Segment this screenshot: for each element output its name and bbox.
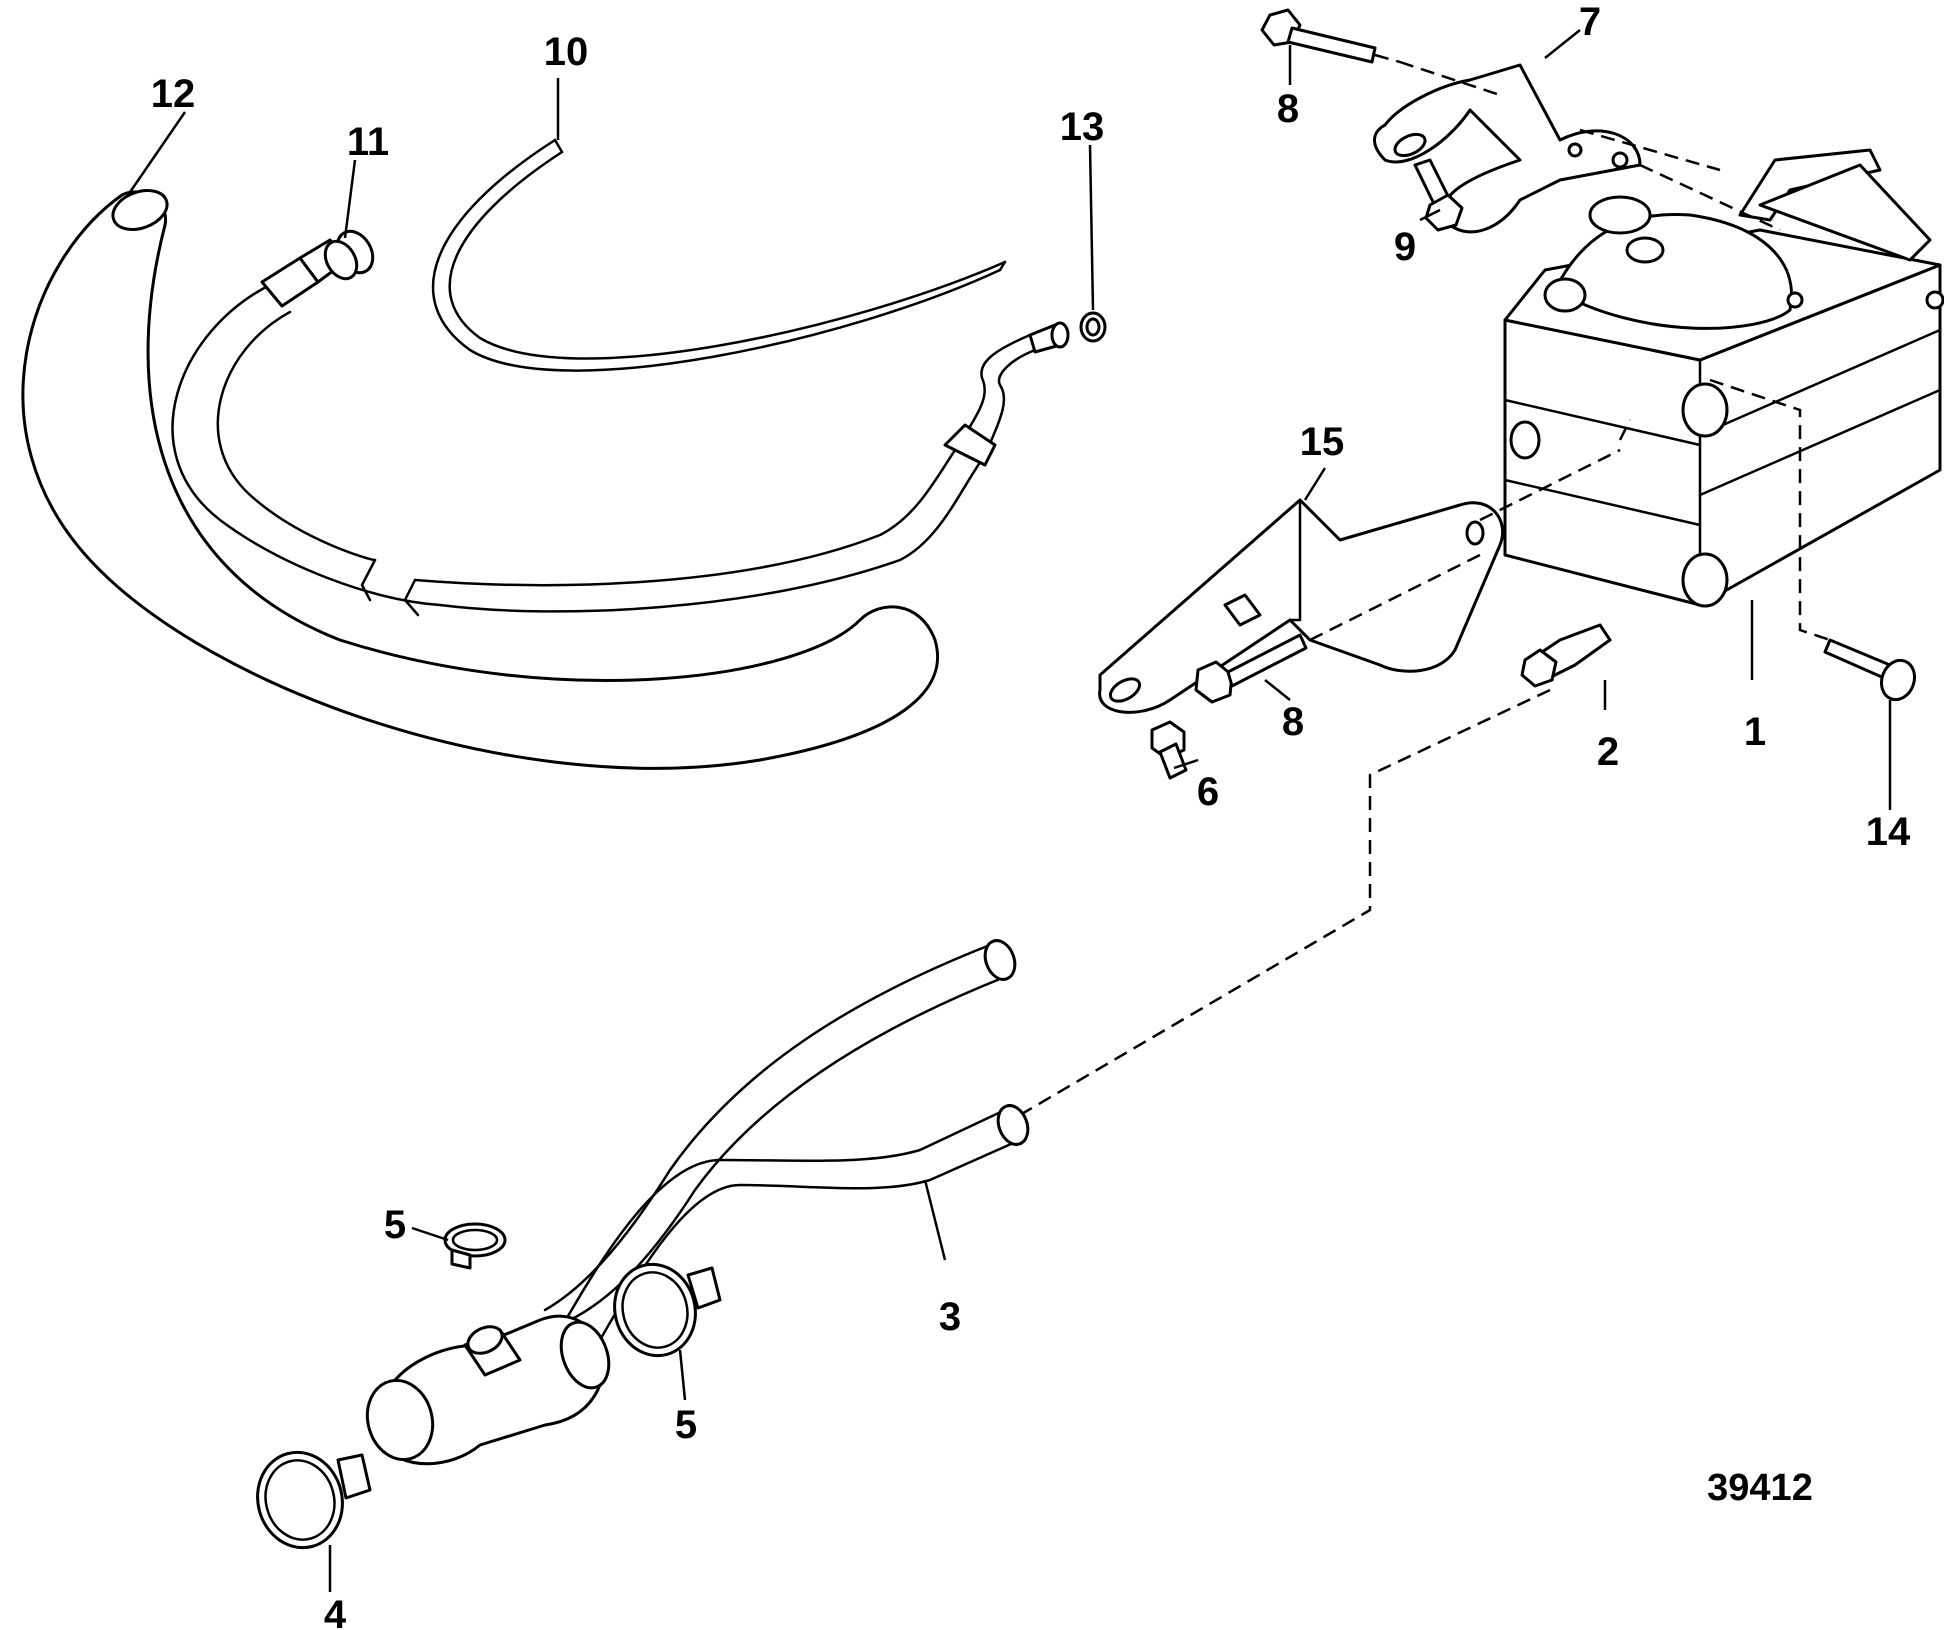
callout-4: 4	[324, 1593, 347, 1630]
callout-1: 1	[1744, 710, 1766, 754]
callout-13: 13	[1060, 105, 1105, 149]
callout-5-lower: 5	[675, 1403, 697, 1447]
fuel-line-fitting	[943, 321, 1070, 467]
callout-6: 6	[1197, 770, 1219, 814]
bracket-part-15	[1098, 498, 1505, 714]
callout-14: 14	[1866, 810, 1911, 854]
bolt-part-14	[1823, 638, 1917, 702]
clamp-part-5-small	[443, 1222, 507, 1270]
thin-tube-part-10	[431, 138, 1007, 372]
callout-3: 3	[939, 1295, 961, 1339]
fitting-part-2	[1520, 623, 1612, 688]
bolt-part-8-lower	[1194, 633, 1308, 704]
callout-8-top: 8	[1277, 87, 1299, 131]
fuel-hose-part-11	[171, 229, 987, 617]
callout-leader-lines	[126, 29, 1892, 1592]
callout-7: 7	[1579, 0, 1601, 44]
bolt-part-8-top	[1260, 8, 1401, 64]
callout-5-upper: 5	[384, 1203, 406, 1247]
callout-15: 15	[1300, 420, 1345, 464]
assembly-guide-lines	[1019, 60, 1831, 1117]
callout-2: 2	[1597, 730, 1619, 774]
clamp-part-5-large	[613, 1262, 722, 1358]
clamp-part-4	[256, 1450, 372, 1550]
bolt-part-6	[1150, 720, 1188, 780]
callout-8-lower: 8	[1282, 700, 1304, 744]
figure-number: 39412	[1707, 1467, 1813, 1509]
callout-11: 11	[347, 120, 389, 164]
main-unit-part-1	[1503, 148, 1944, 608]
o-ring-part-13	[1079, 311, 1107, 343]
callout-9: 9	[1394, 225, 1416, 269]
callout-10: 10	[544, 30, 589, 74]
callout-labels: 1 2 3 4 5 5 6 7 8 8 9 10 11 12 13 14 15	[151, 0, 1911, 1630]
hose-assembly-part-3	[365, 939, 1030, 1466]
bracket-part-7	[1373, 63, 1642, 234]
callout-12: 12	[151, 72, 196, 116]
large-hose-part-12	[21, 189, 940, 770]
